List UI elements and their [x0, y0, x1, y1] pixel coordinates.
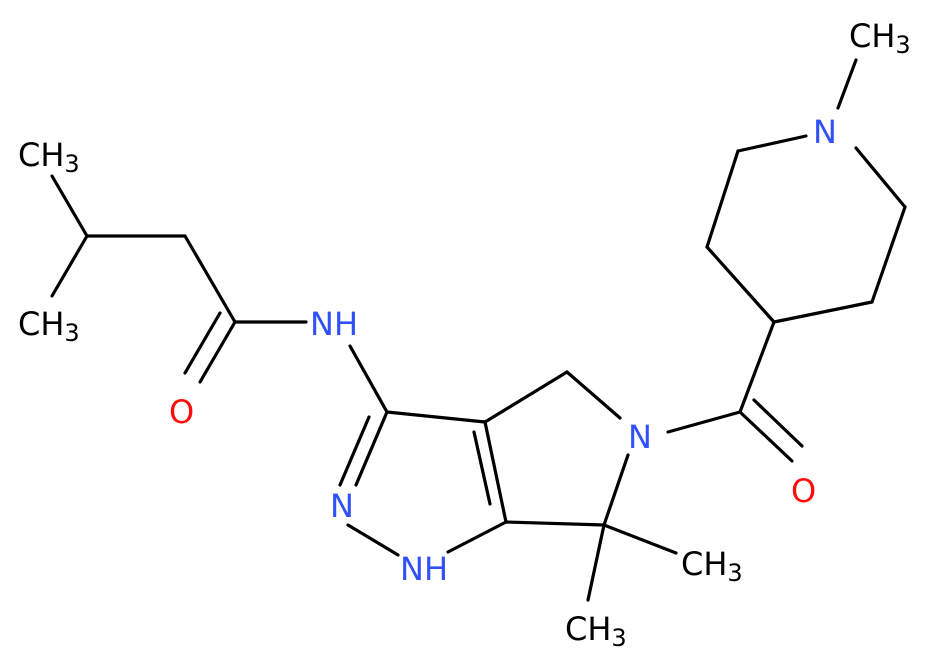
bond [666, 410, 742, 434]
atom-label-pyrrolidine-n: N [628, 418, 652, 456]
bond [338, 415, 371, 487]
bond [348, 344, 389, 414]
bond [565, 370, 622, 420]
bond [346, 523, 400, 557]
bond [854, 146, 907, 209]
bond [705, 149, 740, 249]
bond [870, 205, 907, 304]
atom-label-piperidine-n: N [813, 113, 837, 151]
bond [738, 410, 794, 463]
atom-label-gem-ch3-a: CH3 [681, 545, 743, 587]
atom-label-n-methyl: CH3 [849, 17, 911, 59]
bond [198, 320, 237, 384]
bond [586, 523, 606, 602]
atom-label-pyrazole-n1h: NH [400, 550, 448, 588]
bond [504, 520, 606, 527]
bond [736, 134, 808, 153]
bond-lines [50, 58, 907, 602]
atom-label-carbonyl-o-left: O [169, 393, 194, 431]
atom-label-gem-ch3-b: CH3 [565, 610, 627, 652]
bond [354, 410, 389, 487]
bond [183, 311, 222, 375]
bond [446, 520, 508, 554]
bond [385, 410, 487, 424]
bond [772, 300, 874, 324]
bond [602, 453, 630, 527]
bond [483, 370, 569, 424]
atom-label-amide-nh: NH [310, 305, 358, 343]
bond [50, 234, 89, 298]
bond [183, 234, 237, 324]
atom-label-ch3-mid-left: CH3 [18, 305, 80, 347]
atom-label-pyrazole-n2: N [330, 487, 354, 525]
bond [483, 420, 508, 524]
atom-label-carbonyl-o-right: O [791, 472, 816, 510]
atom-labels: CH3 CH3 NH O N NH N O CH3 CH3 N CH3 [18, 17, 911, 652]
bond [836, 58, 858, 110]
bond [705, 245, 776, 324]
bond [752, 398, 804, 448]
bond [602, 523, 678, 555]
bond [738, 320, 776, 414]
atom-label-ch3-top-left: CH3 [18, 136, 80, 178]
bond [50, 174, 89, 238]
bond [472, 430, 492, 506]
